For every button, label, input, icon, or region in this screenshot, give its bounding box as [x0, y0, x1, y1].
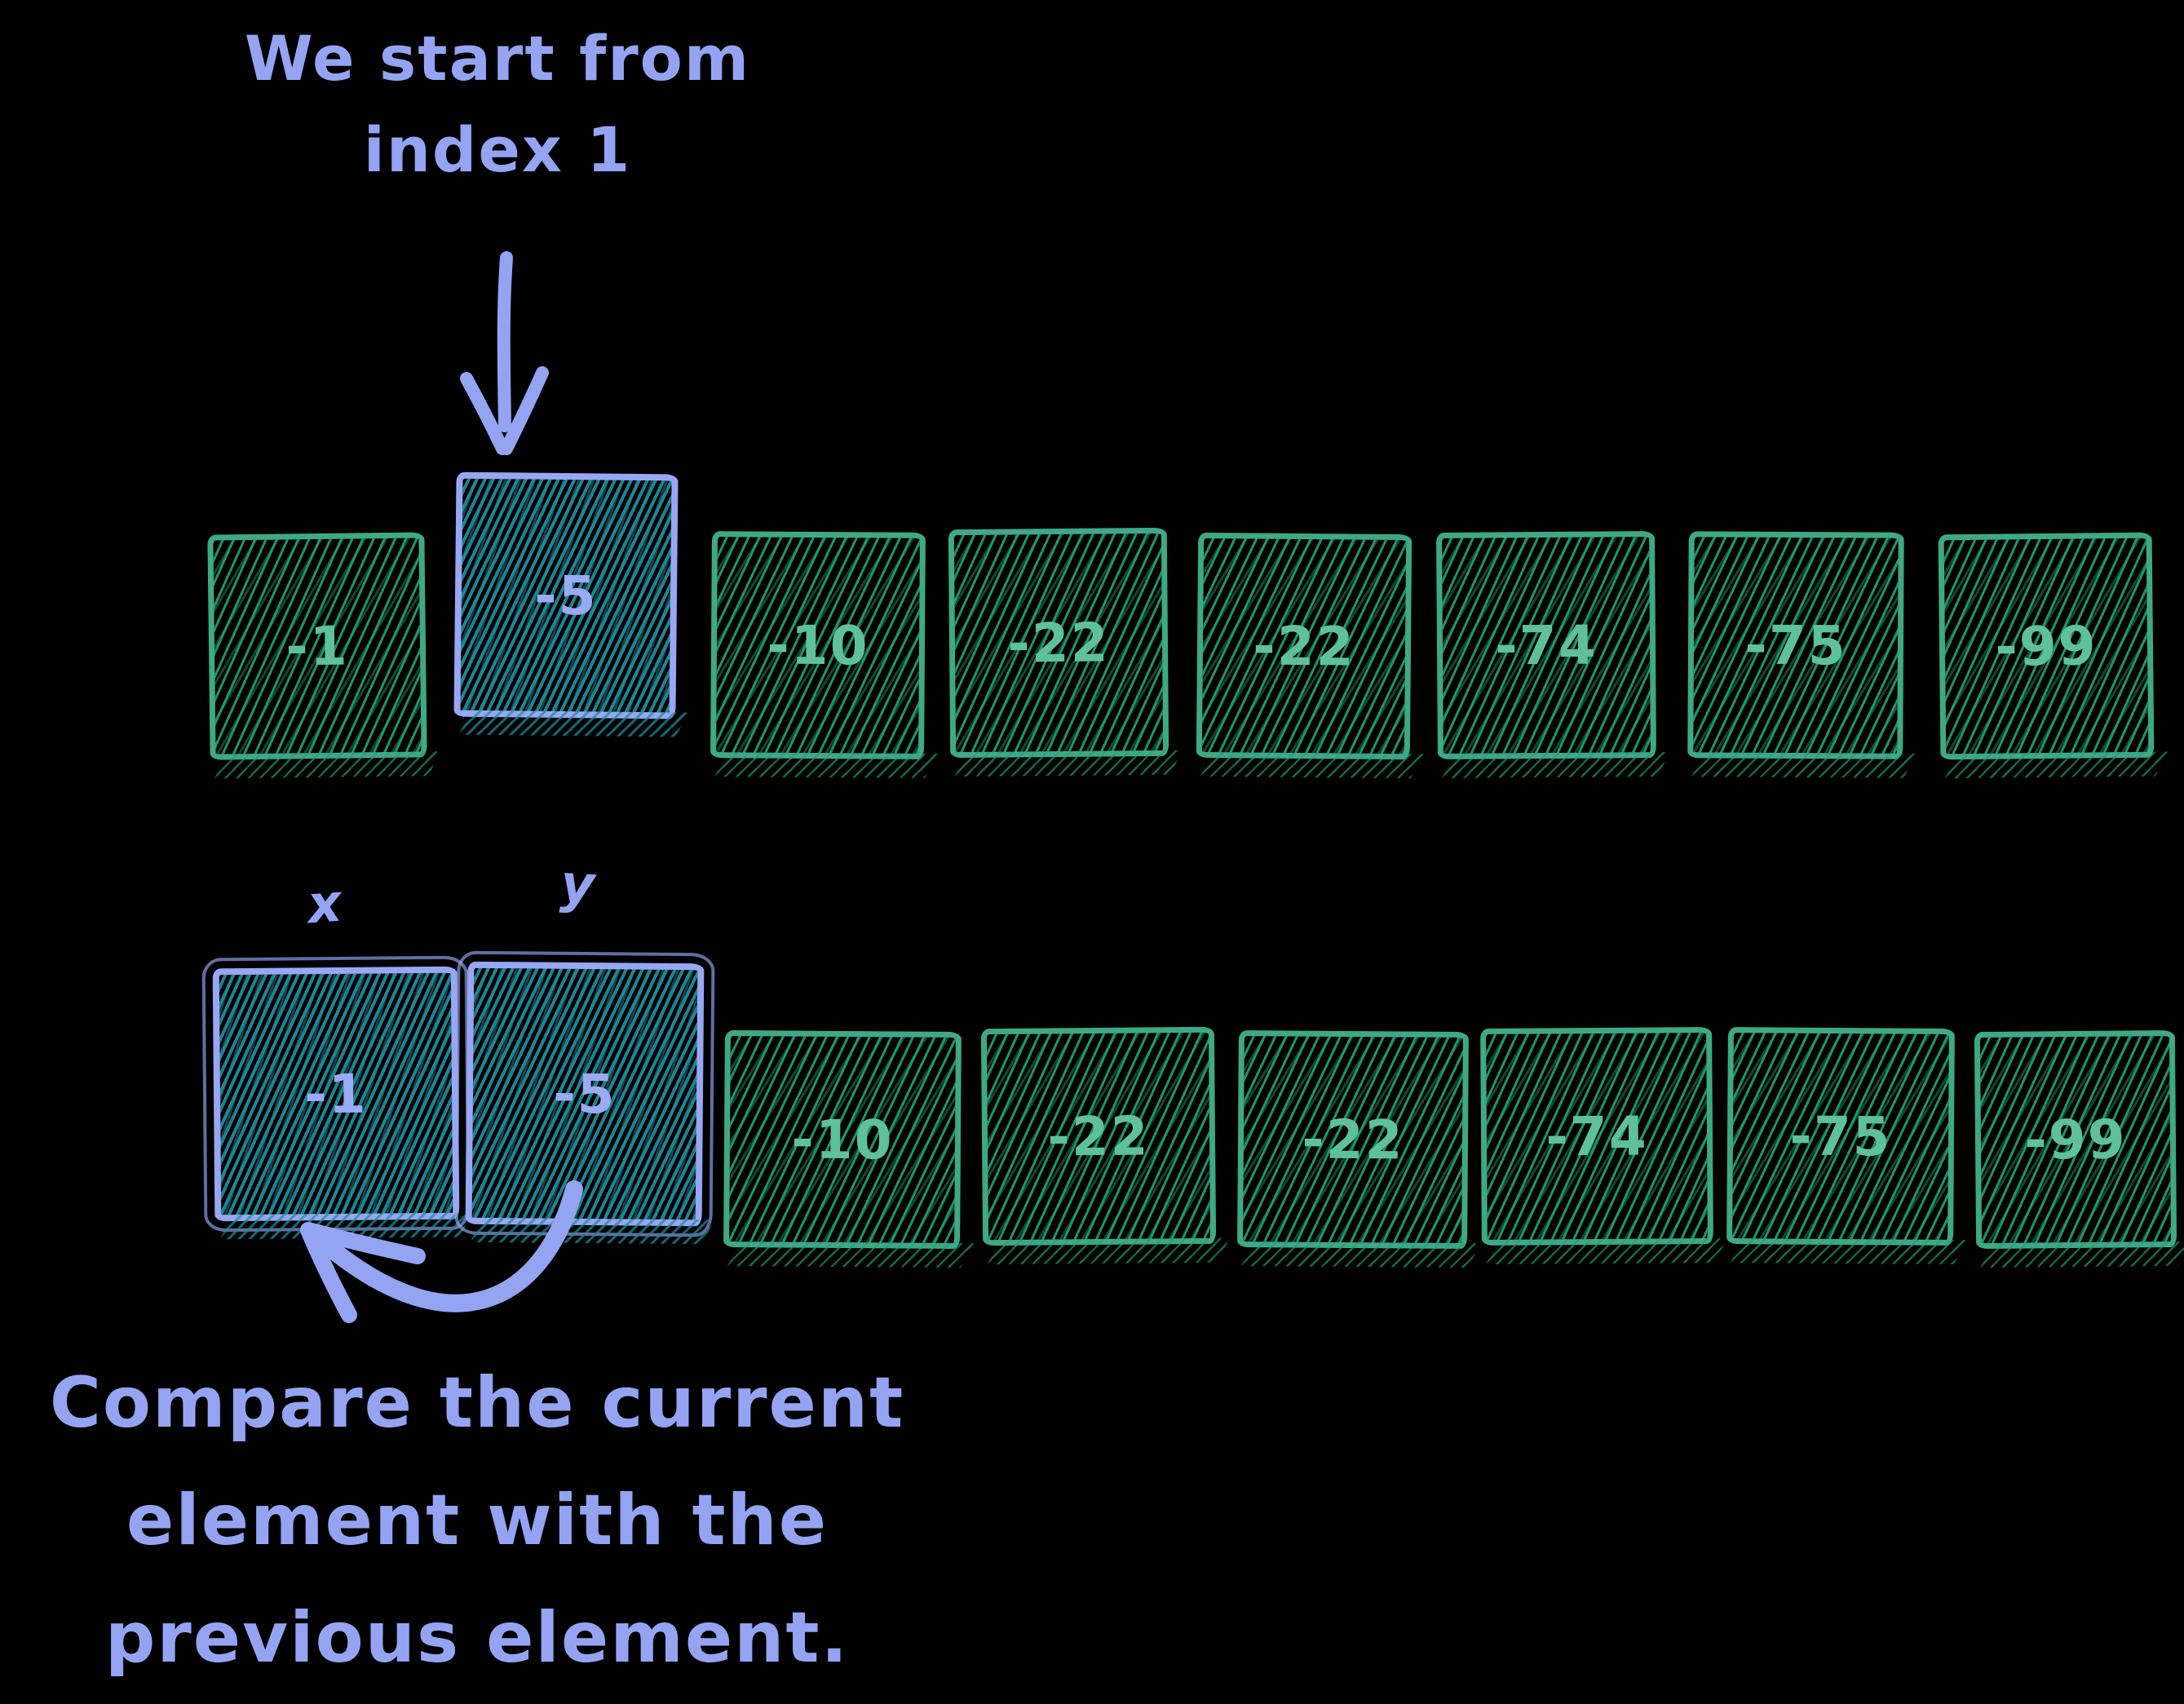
box-value: -75: [1744, 613, 1847, 677]
box-value: -22: [1302, 1108, 1404, 1171]
box-value: -5: [533, 564, 599, 627]
bottom-annotation-line3: previous element.: [104, 1597, 850, 1679]
box-value: -10: [767, 613, 869, 677]
down-arrow-icon: [460, 251, 549, 455]
array-box-row1-1-current: -5: [453, 471, 679, 719]
array-box-row1-6: -75: [1687, 531, 1904, 759]
array-box-row2-5: -74: [1480, 1027, 1713, 1246]
box-value: -74: [1495, 613, 1598, 677]
box-value: -22: [1047, 1104, 1150, 1169]
array-box-row1-4: -22: [1196, 532, 1413, 760]
box-value: -99: [2024, 1107, 2127, 1172]
box-value: -74: [1545, 1104, 1648, 1168]
box-value: -1: [285, 614, 350, 678]
bottom-annotation-line1: Compare the current: [49, 1362, 905, 1444]
array-box-row1-2: -10: [710, 531, 926, 759]
box-value: -22: [1253, 613, 1355, 679]
box-value: -5: [552, 1062, 617, 1126]
bottom-annotation: Compare the current element with the pre…: [0, 1344, 954, 1697]
array-box-row2-3: -22: [980, 1026, 1217, 1246]
pointer-label-x: x: [305, 873, 344, 936]
array-box-row1-7: -99: [1938, 532, 2155, 760]
array-box-row2-0-previous-x: -1: [201, 955, 471, 1233]
box-value: -75: [1789, 1104, 1892, 1168]
array-box-row2-7: -99: [1974, 1029, 2177, 1250]
pointer-label-y: y: [559, 853, 596, 917]
top-annotation-line1: We start from: [244, 22, 751, 95]
array-box-row1-0: -1: [207, 532, 427, 760]
box-value: -1: [303, 1062, 368, 1126]
bottom-annotation-line2: element with the: [126, 1480, 829, 1561]
box-value: -22: [1007, 610, 1110, 675]
box-value: -10: [791, 1108, 894, 1171]
box-value: -99: [1994, 613, 2098, 679]
array-box-row2-6: -75: [1726, 1027, 1955, 1246]
array-box-row1-5: -74: [1436, 531, 1656, 759]
array-box-row2-4: -22: [1237, 1030, 1469, 1249]
array-box-row2-2: -10: [723, 1029, 962, 1250]
top-annotation: We start from index 1: [196, 13, 799, 196]
array-box-row2-1-current-y: -5: [454, 950, 715, 1237]
array-box-row1-3: -22: [948, 527, 1169, 759]
top-annotation-line2: index 1: [363, 113, 632, 186]
